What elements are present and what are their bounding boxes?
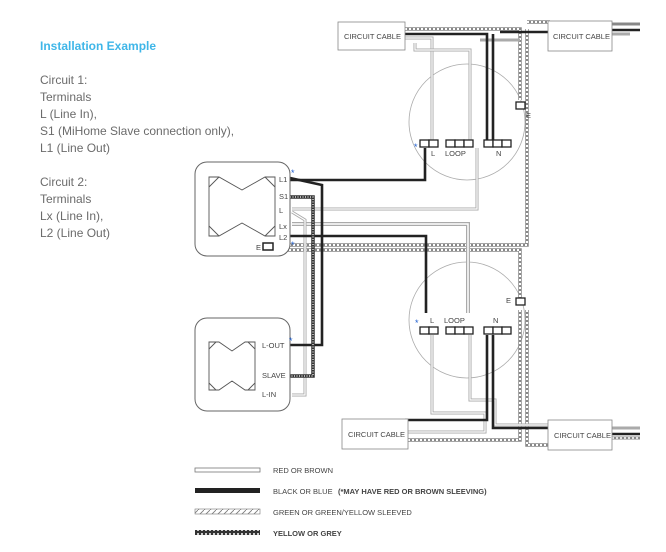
svg-text:LOOP: LOOP <box>444 316 465 325</box>
slave-switch: L-OUT SLAVE L-IN <box>194 317 291 412</box>
terminal-Lx: Lx <box>279 222 287 231</box>
svg-text:YELLOW OR GREY: YELLOW OR GREY <box>273 529 342 538</box>
ceiling-rose-2-terminals: L LOOP N E <box>419 296 526 335</box>
neutral-and-switched-wires <box>289 28 640 436</box>
svg-text:E: E <box>526 111 531 120</box>
terminal-L: L <box>279 206 283 215</box>
terminal-L-IN: L-IN <box>262 390 276 399</box>
star-icon: * <box>289 336 293 346</box>
circuit-2-heading: Circuit 2: <box>40 175 88 189</box>
svg-text:L: L <box>431 149 435 158</box>
svg-text:CIRCUIT CABLE: CIRCUIT CABLE <box>348 430 405 439</box>
page-title: Installation Example <box>40 39 157 53</box>
svg-text:CIRCUIT CABLE: CIRCUIT CABLE <box>344 32 401 41</box>
circuit-1-line: L (Line In), <box>40 107 97 121</box>
terminal-SLAVE: SLAVE <box>262 371 286 380</box>
main-switch: L1 S1 L Lx L2 E <box>194 161 291 257</box>
svg-text:L: L <box>430 316 434 325</box>
circuit-1-heading: Circuit 1: <box>40 73 88 87</box>
sleeving-markers: * * * * * <box>289 142 419 346</box>
terminal-S1: S1 <box>279 192 288 201</box>
legend-item-red-brown: RED OR BROWN <box>194 466 333 475</box>
circuit-2-description: Circuit 2: Terminals Lx (Line In), L2 (L… <box>40 174 110 242</box>
legend: RED OR BROWN BLACK OR BLUE (*MAY HAVE RE… <box>194 466 487 538</box>
svg-text:LOOP: LOOP <box>445 149 466 158</box>
circuit-cable-bottom-left: CIRCUIT CABLE <box>341 418 409 450</box>
ceiling-rose-1 <box>408 63 526 181</box>
circuit-cable-top-left: CIRCUIT CABLE <box>337 21 406 51</box>
circuit-1-line: L1 (Line Out) <box>40 141 111 155</box>
svg-text:N: N <box>493 316 498 325</box>
circuit-2-line: L2 (Line Out) <box>40 226 111 240</box>
svg-text:GREEN OR GREEN/YELLOW SLEEVED: GREEN OR GREEN/YELLOW SLEEVED <box>273 508 412 517</box>
circuit-1-line: Terminals <box>40 90 92 104</box>
svg-text:(*MAY HAVE RED OR BROWN SLEEVI: (*MAY HAVE RED OR BROWN SLEEVING) <box>338 487 487 496</box>
circuit-1-line: S1 (MiHome Slave connection only), <box>40 124 235 138</box>
svg-text:RED OR BROWN: RED OR BROWN <box>273 466 333 475</box>
ceiling-rose-1-terminals: L LOOP N E <box>419 101 531 158</box>
terminal-L2: L2 <box>279 233 287 242</box>
terminal-L1: L1 <box>279 175 287 184</box>
svg-text:CIRCUIT CABLE: CIRCUIT CABLE <box>553 32 610 41</box>
terminal-L-OUT: L-OUT <box>262 341 285 350</box>
circuit-1-description: Circuit 1: Terminals L (Line In), S1 (Mi… <box>40 72 234 157</box>
circuit-cable-top-right: CIRCUIT CABLE <box>547 20 613 52</box>
line-wires <box>291 32 640 434</box>
svg-text:CIRCUIT CABLE: CIRCUIT CABLE <box>554 431 611 440</box>
earth-terminal-block <box>262 242 274 251</box>
circuit-2-line: Terminals <box>40 192 92 206</box>
legend-item-green-yellow: GREEN OR GREEN/YELLOW SLEEVED <box>194 508 412 517</box>
circuit-2-line: Lx (Line In), <box>40 209 104 223</box>
legend-item-black-blue: BLACK OR BLUE (*MAY HAVE RED OR BROWN SL… <box>195 487 487 496</box>
star-icon: * <box>414 142 418 152</box>
svg-text:BLACK OR BLUE: BLACK OR BLUE <box>273 487 333 496</box>
earth-wires <box>285 20 640 447</box>
star-icon: * <box>415 318 419 328</box>
star-icon: * <box>291 168 295 178</box>
legend-item-yellow-grey: YELLOW OR GREY <box>195 529 342 538</box>
svg-text:E: E <box>506 296 511 305</box>
svg-text:N: N <box>496 149 501 158</box>
star-icon: * <box>291 240 295 250</box>
circuit-cable-bottom-right: CIRCUIT CABLE <box>547 419 613 451</box>
slave-wire <box>290 195 315 378</box>
terminal-E: E <box>256 243 261 252</box>
